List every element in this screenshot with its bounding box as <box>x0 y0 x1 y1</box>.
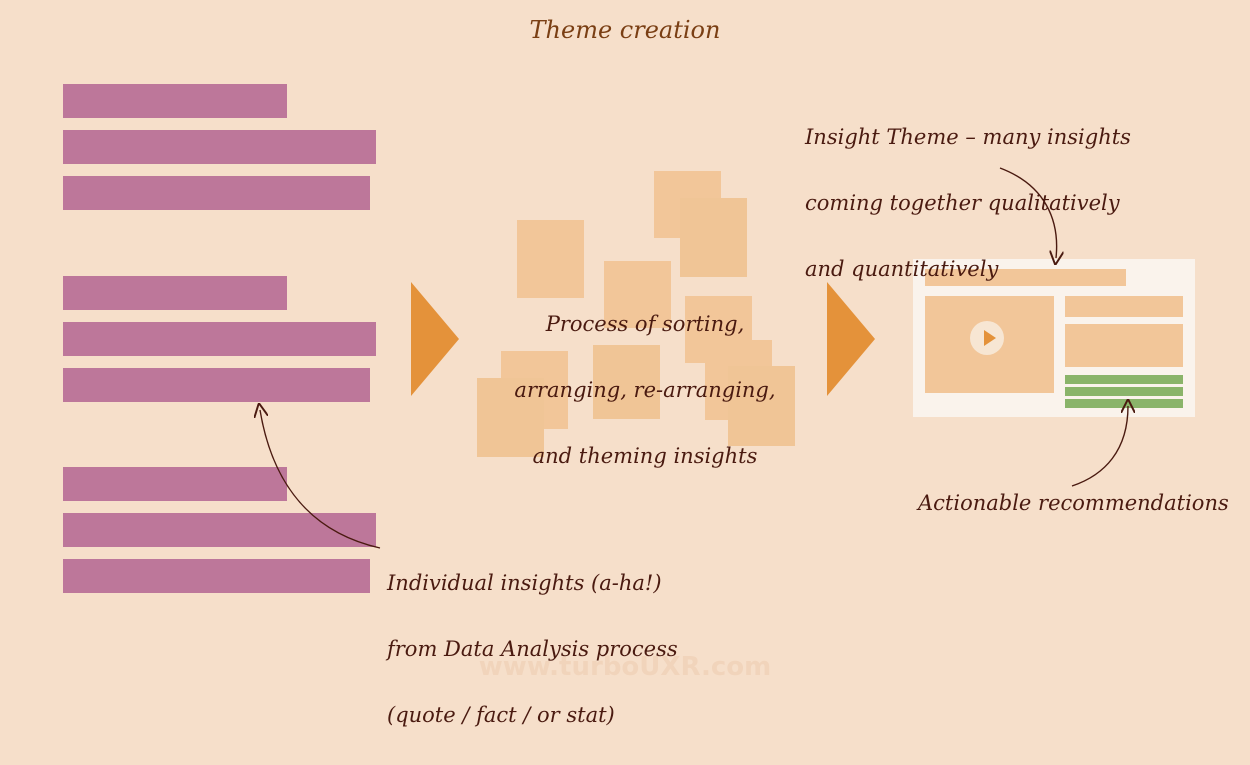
sticky-note <box>517 220 584 298</box>
theme-note-line: and quantitatively <box>805 257 999 281</box>
theme-note-line: Insight Theme – many insights <box>805 125 1131 149</box>
process-note-line: and theming insights <box>532 444 758 468</box>
theme-note-line: coming together qualitatively <box>805 191 1120 215</box>
insights-connector <box>260 410 381 549</box>
process-note: Process of sorting, arranging, re-arrang… <box>500 275 790 506</box>
insights-note-line: Individual insights (a-ha!) <box>387 571 662 595</box>
insights-note-line: (quote / fact / or stat) <box>387 703 615 727</box>
insight-bar <box>63 368 370 402</box>
insight-bar <box>63 322 376 356</box>
insight-bar <box>63 467 287 501</box>
panel-side-block <box>1065 324 1183 367</box>
sticky-note <box>604 261 671 328</box>
play-triangle-icon <box>984 330 996 346</box>
process-note-line: Process of sorting, <box>545 312 745 336</box>
insight-bar <box>63 176 370 210</box>
connector-arrows <box>0 167 1250 549</box>
process-note-line: arranging, re-arranging, <box>514 378 776 402</box>
panel-header-bar <box>925 269 1126 286</box>
theme-note: Insight Theme – many insights coming tog… <box>805 88 1145 319</box>
panel-side-block <box>1065 296 1183 317</box>
sticky-note <box>593 345 660 419</box>
sticky-note <box>477 378 544 457</box>
insight-bar <box>63 130 376 164</box>
diagram-title: Theme creation <box>529 16 721 44</box>
flow-arrow-1 <box>411 282 459 396</box>
insights-note-line: from Data Analysis process <box>387 637 678 661</box>
recommendation-bar <box>1065 375 1183 384</box>
insight-bar <box>63 276 287 310</box>
insight-bar <box>63 513 376 547</box>
recommendations-note: Actionable recommendations <box>918 491 1229 515</box>
flow-arrow-2 <box>827 282 875 396</box>
watermark: www.turboUXR.com <box>478 652 772 682</box>
recommendations-connector <box>1071 406 1128 487</box>
theme-connector <box>999 167 1057 258</box>
recommendation-bar <box>1065 387 1183 396</box>
sticky-note <box>728 366 795 446</box>
insight-bar <box>63 84 287 118</box>
sticky-note <box>680 198 747 277</box>
insight-bar <box>63 559 370 593</box>
